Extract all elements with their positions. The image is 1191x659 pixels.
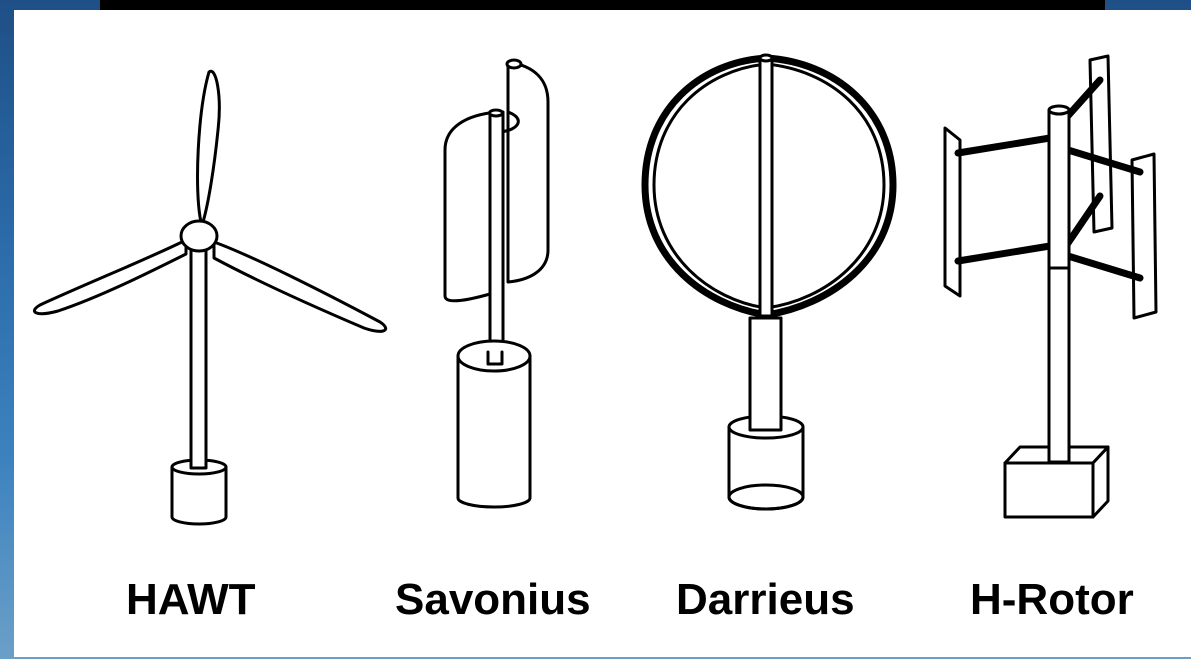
savonius-rear-bucket [508, 62, 548, 282]
h-rotor-blade-right [1132, 154, 1156, 318]
savonius-shaft [490, 112, 503, 360]
label-hawt: HAWT [126, 572, 256, 628]
hawt-base [172, 460, 226, 524]
savonius-base [458, 341, 530, 507]
h-rotor-illustration [945, 56, 1156, 517]
label-darrieus: Darrieus [676, 572, 855, 628]
label-savonius: Savonius [395, 572, 591, 628]
hawt-tower [191, 250, 206, 468]
darrieus-shaft [760, 58, 772, 316]
darrieus-column [750, 318, 781, 430]
label-h-rotor: H-Rotor [970, 572, 1134, 628]
h-rotor-mast [1049, 110, 1069, 462]
hawt-hub [181, 221, 217, 251]
savonius-illustration [445, 60, 548, 507]
hawt-blade-top [198, 71, 220, 222]
hawt-blade-right [214, 242, 386, 331]
hawt-blade-left [34, 240, 186, 314]
hawt-illustration [34, 71, 385, 524]
darrieus-illustration [645, 55, 893, 509]
